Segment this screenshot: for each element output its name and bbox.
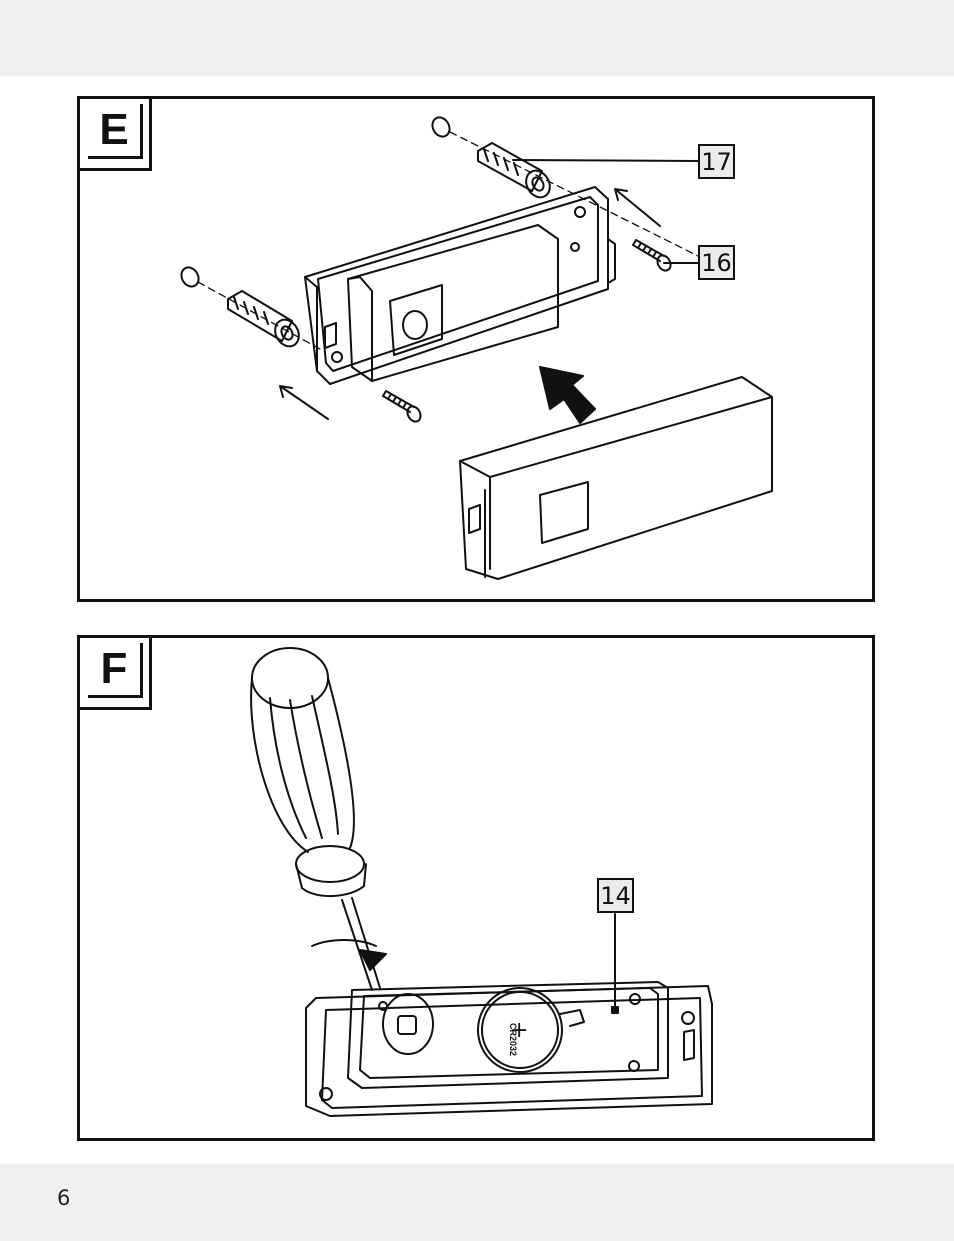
callout-label-16: 16: [698, 245, 735, 280]
wall-mounting-illustration: [80, 99, 875, 602]
battery-replacement-illustration: [80, 638, 875, 1141]
wall-plug-top: [478, 143, 555, 202]
guide-line-left: [198, 282, 320, 349]
figure-panel-f: F: [77, 635, 875, 1141]
arrow-large: [540, 367, 595, 423]
battery-cr2032: [478, 988, 584, 1072]
tamper-switch: [379, 994, 433, 1054]
battery-plus-symbol: +: [510, 1018, 528, 1043]
page-number: 6: [57, 1186, 70, 1210]
arrow-thin-left: [280, 386, 328, 419]
header-band: [0, 0, 954, 76]
screwdriver: [251, 648, 380, 990]
figure-panel-e: E: [77, 96, 875, 602]
cover-housing: [460, 377, 772, 579]
footer-band: [0, 1164, 954, 1241]
callout-leader-17: [513, 160, 698, 161]
screw-right: [633, 240, 673, 273]
callout-label-17: 17: [698, 144, 735, 179]
washer-top: [429, 114, 453, 139]
screw-bottom: [383, 391, 423, 424]
wall-plug-left: [228, 291, 304, 351]
washer-left: [178, 264, 202, 289]
transmitter-module: [348, 225, 558, 381]
arrow-thin-right: [615, 189, 660, 226]
callout-dot-14: [612, 1007, 618, 1013]
callout-label-14: 14: [597, 878, 634, 913]
